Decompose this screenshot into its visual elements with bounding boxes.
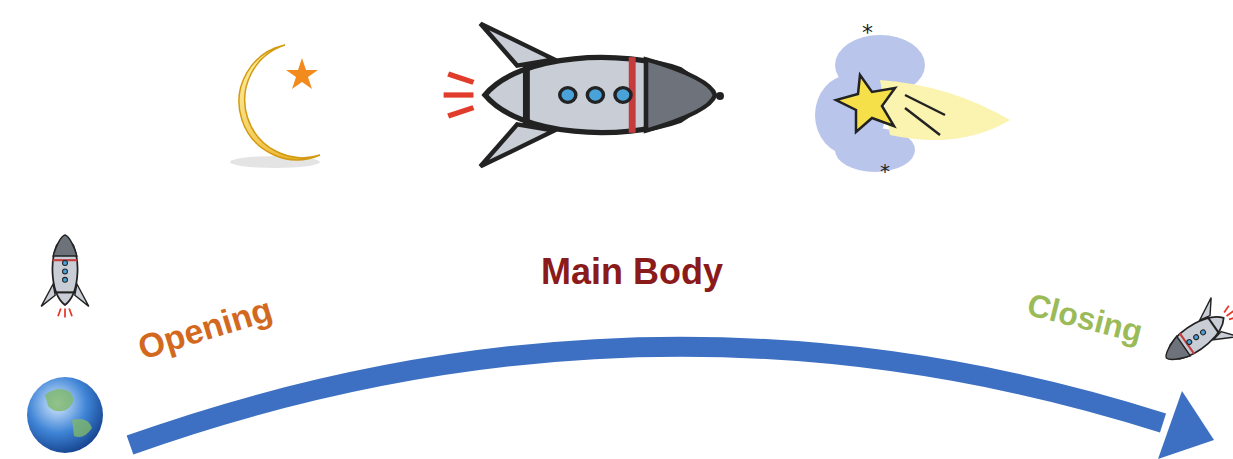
svg-text:*: * [862,20,873,45]
rocket-antenna [716,92,724,100]
phase-label: Closing [1024,288,1146,347]
moon-icon [230,45,320,168]
phase-label: Main Body [541,254,723,290]
rocket-launch-icon [41,235,89,318]
flow-arrow [130,347,1163,445]
rocket-landing-icon [1153,291,1233,377]
globe-icon [27,377,103,453]
arrow-head [1158,391,1214,459]
phase-label: Opening [134,292,276,365]
rocket-icon [444,24,715,167]
explosion-icon: * * [815,20,1010,183]
svg-text:*: * [880,159,890,183]
